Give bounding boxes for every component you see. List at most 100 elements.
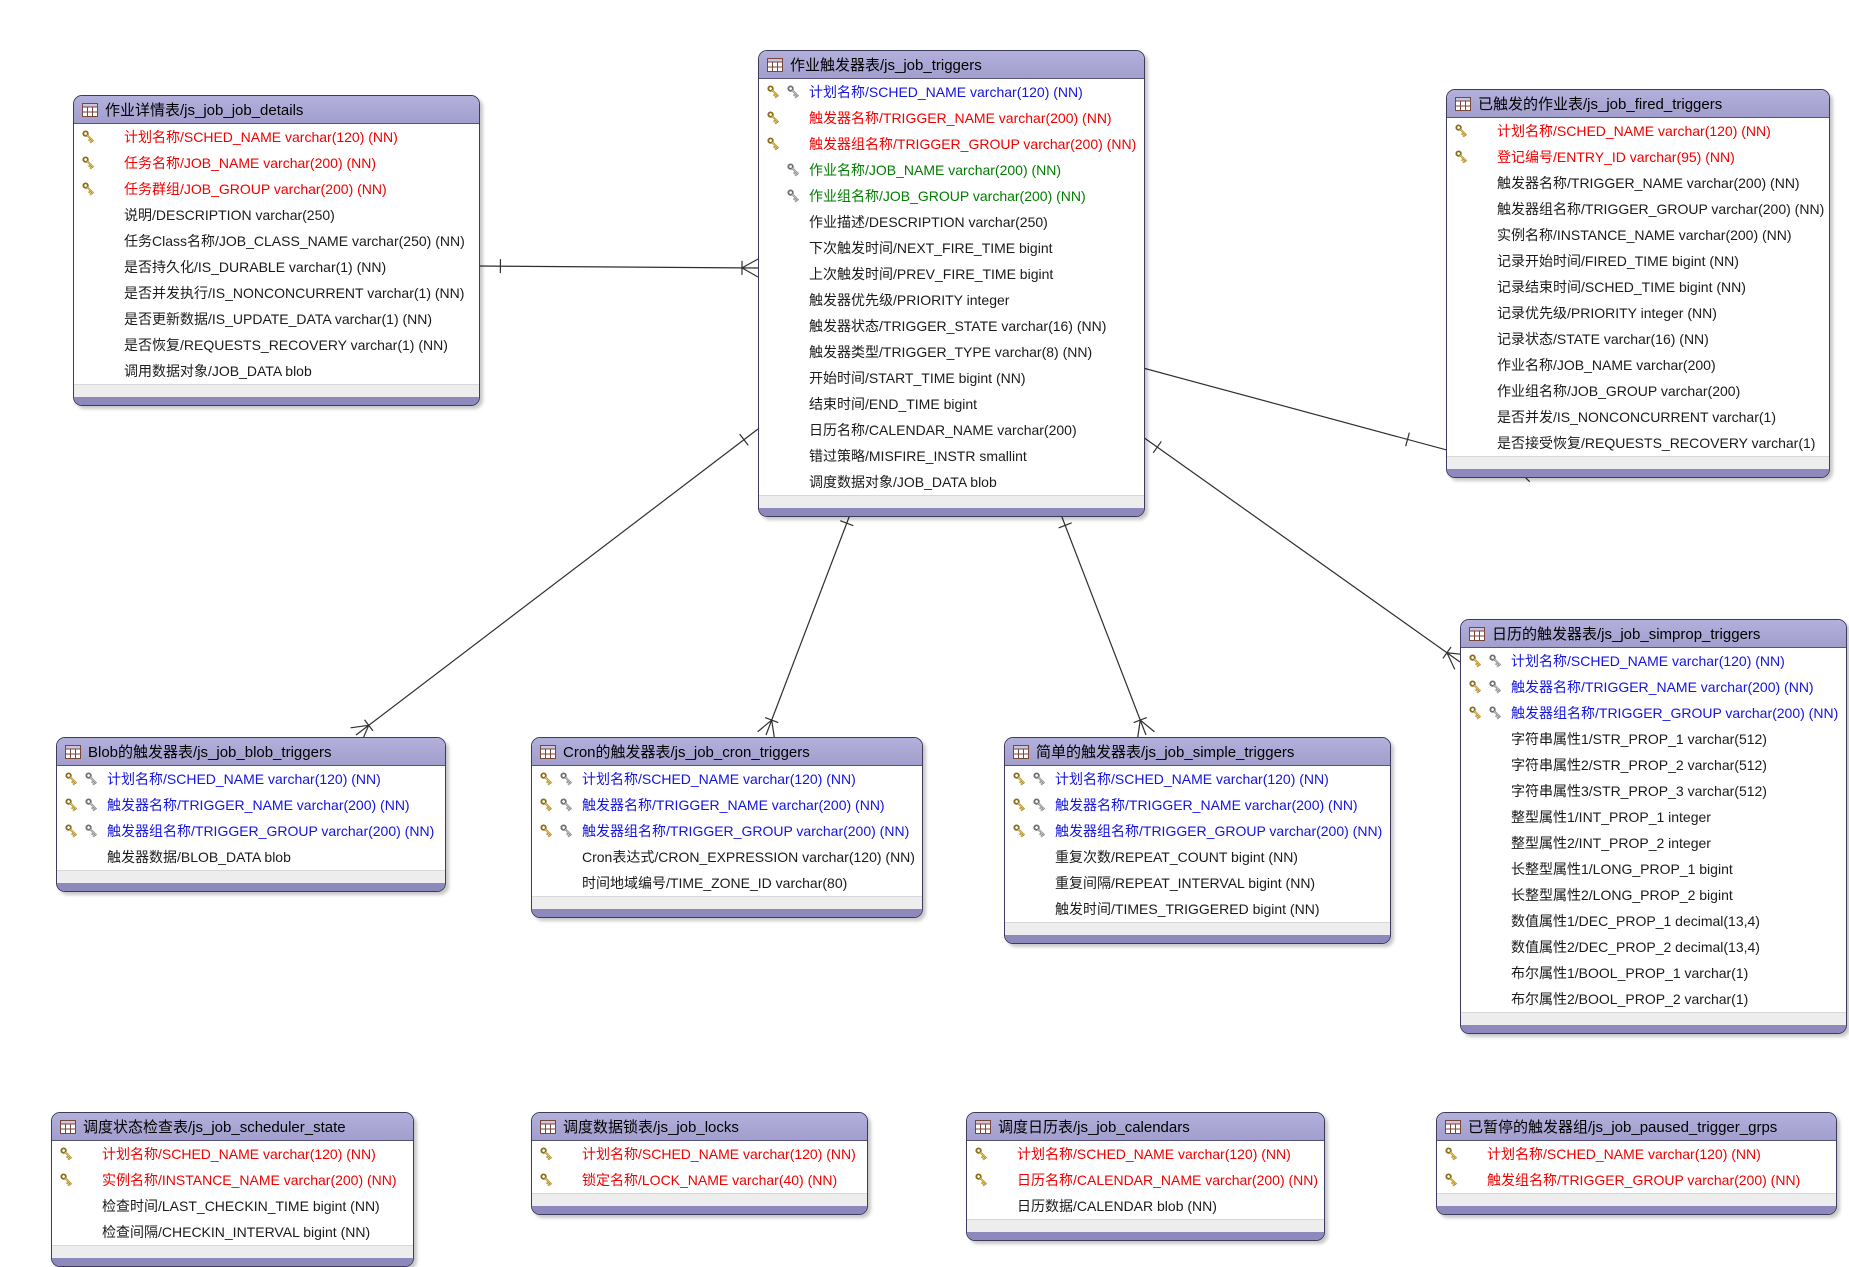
field-row[interactable]: 整型属性1/INT_PROP_1 integer (1461, 804, 1846, 830)
field-row[interactable]: 是否并发执行/IS_NONCONCURRENT varchar(1) (NN) (74, 280, 479, 306)
field-row[interactable]: 触发器组名称/TRIGGER_GROUP varchar(200) (NN) (1447, 196, 1829, 222)
field-row[interactable]: Cron表达式/CRON_EXPRESSION varchar(120) (NN… (532, 844, 922, 870)
field-row[interactable]: 作业名称/JOB_NAME varchar(200) (NN) (759, 157, 1144, 183)
field-row[interactable]: 触发器状态/TRIGGER_STATE varchar(16) (NN) (759, 313, 1144, 339)
field-row[interactable]: 日历数据/CALENDAR blob (NN) (967, 1193, 1324, 1219)
field-row[interactable]: 时间地域编号/TIME_ZONE_ID varchar(80) (532, 870, 922, 896)
field-row[interactable]: 触发器数据/BLOB_DATA blob (57, 844, 445, 870)
field-row[interactable]: 触发器组名称/TRIGGER_GROUP varchar(200) (NN) (532, 818, 922, 844)
field-row[interactable]: 记录结束时间/SCHED_TIME bigint (NN) (1447, 274, 1829, 300)
field-row[interactable]: 重复间隔/REPEAT_INTERVAL bigint (NN) (1005, 870, 1390, 896)
field-row[interactable]: 作业组名称/JOB_GROUP varchar(200) (NN) (759, 183, 1144, 209)
field-row[interactable]: 调度数据对象/JOB_DATA blob (759, 469, 1144, 495)
field-row[interactable]: 触发器名称/TRIGGER_NAME varchar(200) (NN) (759, 105, 1144, 131)
field-row[interactable]: 触发器组名称/TRIGGER_GROUP varchar(200) (NN) (57, 818, 445, 844)
field-row[interactable]: 触发器优先级/PRIORITY integer (759, 287, 1144, 313)
relationship-line-js_job_triggers-to-js_job_simple_triggers[interactable] (1058, 511, 1155, 739)
relationship-line-js_job_triggers-to-js_job_blob_triggers[interactable] (350, 428, 759, 743)
field-row[interactable]: 触发器组名称/TRIGGER_GROUP varchar(200) (NN) (1005, 818, 1390, 844)
field-row[interactable]: 日历名称/CALENDAR_NAME varchar(200) (NN) (967, 1167, 1324, 1193)
table-header[interactable]: 调度数据锁表/js_job_locks (532, 1113, 867, 1141)
table-header[interactable]: 已触发的作业表/js_job_fired_triggers (1447, 90, 1829, 118)
field-row[interactable]: 作业描述/DESCRIPTION varchar(250) (759, 209, 1144, 235)
field-row[interactable]: 是否持久化/IS_DURABLE varchar(1) (NN) (74, 254, 479, 280)
field-row[interactable]: 开始时间/START_TIME bigint (NN) (759, 365, 1144, 391)
field-row[interactable]: 计划名称/SCHED_NAME varchar(120) (NN) (1437, 1141, 1836, 1167)
field-row[interactable]: 长整型属性2/LONG_PROP_2 bigint (1461, 882, 1846, 908)
relationship-line-js_job_triggers-to-js_job_cron_triggers[interactable] (757, 511, 854, 739)
field-row[interactable]: 记录状态/STATE varchar(16) (NN) (1447, 326, 1829, 352)
field-row[interactable]: 触发器名称/TRIGGER_NAME varchar(200) (NN) (1461, 674, 1846, 700)
field-row[interactable]: 触发器类型/TRIGGER_TYPE varchar(8) (NN) (759, 339, 1144, 365)
field-row[interactable]: 任务名称/JOB_NAME varchar(200) (NN) (74, 150, 479, 176)
field-row[interactable]: 是否恢复/REQUESTS_RECOVERY varchar(1) (NN) (74, 332, 479, 358)
field-row[interactable]: 是否并发/IS_NONCONCURRENT varchar(1) (1447, 404, 1829, 430)
table-header[interactable]: 调度状态检查表/js_job_scheduler_state (52, 1113, 413, 1141)
table-header[interactable]: 作业详情表/js_job_job_details (74, 96, 479, 124)
relationship-line-js_job_job_details-to-js_job_triggers[interactable] (477, 258, 759, 278)
field-row[interactable]: 记录开始时间/FIRED_TIME bigint (NN) (1447, 248, 1829, 274)
field-row[interactable]: 说明/DESCRIPTION varchar(250) (74, 202, 479, 228)
field-row[interactable]: 是否更新数据/IS_UPDATE_DATA varchar(1) (NN) (74, 306, 479, 332)
field-row[interactable]: 计划名称/SCHED_NAME varchar(120) (NN) (52, 1141, 413, 1167)
table-header[interactable]: 简单的触发器表/js_job_simple_triggers (1005, 738, 1390, 766)
field-row[interactable]: 计划名称/SCHED_NAME varchar(120) (NN) (1447, 118, 1829, 144)
field-row[interactable]: 数值属性2/DEC_PROP_2 decimal(13,4) (1461, 934, 1846, 960)
field-row[interactable]: 触发器组名称/TRIGGER_GROUP varchar(200) (NN) (759, 131, 1144, 157)
field-row[interactable]: 下次触发时间/NEXT_FIRE_TIME bigint (759, 235, 1144, 261)
field-row[interactable]: 上次触发时间/PREV_FIRE_TIME bigint (759, 261, 1144, 287)
field-row[interactable]: 数值属性1/DEC_PROP_1 decimal(13,4) (1461, 908, 1846, 934)
field-row[interactable]: 实例名称/INSTANCE_NAME varchar(200) (NN) (1447, 222, 1829, 248)
field-row[interactable]: 字符串属性3/STR_PROP_3 varchar(512) (1461, 778, 1846, 804)
field-row[interactable]: 计划名称/SCHED_NAME varchar(120) (NN) (532, 1141, 867, 1167)
field-row[interactable]: 布尔属性1/BOOL_PROP_1 varchar(1) (1461, 960, 1846, 986)
field-row[interactable]: 是否接受恢复/REQUESTS_RECOVERY varchar(1) (1447, 430, 1829, 456)
field-row[interactable]: 计划名称/SCHED_NAME varchar(120) (NN) (1461, 648, 1846, 674)
field-row[interactable]: 计划名称/SCHED_NAME varchar(120) (NN) (1005, 766, 1390, 792)
field-row[interactable]: 检查间隔/CHECKIN_INTERVAL bigint (NN) (52, 1219, 413, 1245)
field-row[interactable]: 布尔属性2/BOOL_PROP_2 varchar(1) (1461, 986, 1846, 1012)
field-row[interactable]: 长整型属性1/LONG_PROP_1 bigint (1461, 856, 1846, 882)
field-row[interactable]: 实例名称/INSTANCE_NAME varchar(200) (NN) (52, 1167, 413, 1193)
field-row[interactable]: 字符串属性1/STR_PROP_1 varchar(512) (1461, 726, 1846, 752)
table-header[interactable]: 调度日历表/js_job_calendars (967, 1113, 1324, 1141)
field-row[interactable]: 整型属性2/INT_PROP_2 integer (1461, 830, 1846, 856)
field-row[interactable]: 作业名称/JOB_NAME varchar(200) (1447, 352, 1829, 378)
field-row[interactable]: 任务Class名称/JOB_CLASS_NAME varchar(250) (N… (74, 228, 479, 254)
field-row[interactable]: 登记编号/ENTRY_ID varchar(95) (NN) (1447, 144, 1829, 170)
field-row[interactable]: 任务群组/JOB_GROUP varchar(200) (NN) (74, 176, 479, 202)
field-row[interactable]: 触发器组名称/TRIGGER_GROUP varchar(200) (NN) (1461, 700, 1846, 726)
field-row[interactable]: 计划名称/SCHED_NAME varchar(120) (NN) (57, 766, 445, 792)
relationship-line-js_job_triggers-to-js_job_simprop_triggers[interactable] (1142, 436, 1466, 670)
field-row[interactable]: 触发器名称/TRIGGER_NAME varchar(200) (NN) (1447, 170, 1829, 196)
field-row[interactable]: 作业组名称/JOB_GROUP varchar(200) (1447, 378, 1829, 404)
field-row[interactable]: 结束时间/END_TIME bigint (759, 391, 1144, 417)
field-row[interactable]: 日历名称/CALENDAR_NAME varchar(200) (759, 417, 1144, 443)
field-row[interactable]: 记录优先级/PRIORITY integer (NN) (1447, 300, 1829, 326)
field-row[interactable]: 触发器名称/TRIGGER_NAME varchar(200) (NN) (532, 792, 922, 818)
table-header[interactable]: 作业触发器表/js_job_triggers (759, 51, 1144, 79)
field-row[interactable]: 计划名称/SCHED_NAME varchar(120) (NN) (759, 79, 1144, 105)
field-row[interactable]: 计划名称/SCHED_NAME varchar(120) (NN) (74, 124, 479, 150)
field-row[interactable]: 计划名称/SCHED_NAME varchar(120) (NN) (967, 1141, 1324, 1167)
field-row[interactable]: 错过策略/MISFIRE_INSTR smallint (759, 443, 1144, 469)
field-row[interactable]: 触发组名称/TRIGGER_GROUP varchar(200) (NN) (1437, 1167, 1836, 1193)
field-row[interactable]: 重复次数/REPEAT_COUNT bigint (NN) (1005, 844, 1390, 870)
field-row[interactable]: 字符串属性2/STR_PROP_2 varchar(512) (1461, 752, 1846, 778)
field-row[interactable]: 计划名称/SCHED_NAME varchar(120) (NN) (532, 766, 922, 792)
field-row[interactable]: 锁定名称/LOCK_NAME varchar(40) (NN) (532, 1167, 867, 1193)
table-header[interactable]: 日历的触发器表/js_job_simprop_triggers (1461, 620, 1846, 648)
table-header[interactable]: Cron的触发器表/js_job_cron_triggers (532, 738, 922, 766)
table-header[interactable]: 已暂停的触发器组/js_job_paused_trigger_grps (1437, 1113, 1836, 1141)
